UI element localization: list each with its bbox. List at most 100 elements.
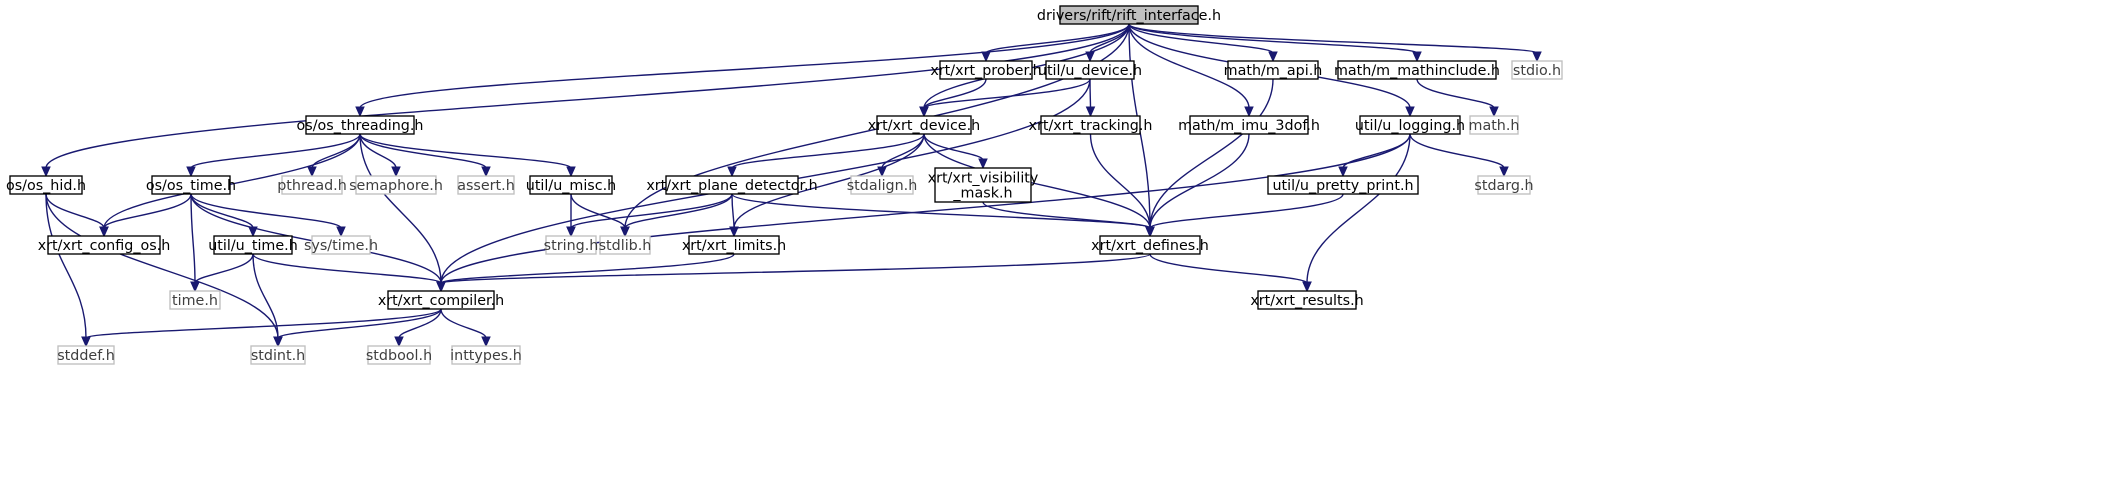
node-label: xrt/xrt_compiler.h [378,293,504,309]
edge-line [1306,133,1411,284]
edge-xrt_compiler-to-stddef [81,308,442,348]
node-xrt-visibility[interactable]: xrt/xrt_visibility_mask.h [928,167,1039,203]
node-label: util/u_logging.h [1355,118,1465,134]
edge-xrt_limits-to-xrt_compiler [436,253,735,293]
node-label: util/u_time.h [208,238,298,254]
edge-arrowhead [620,226,630,238]
node-label: xrt/xrt_limits.h [682,238,786,254]
node-xrt-defines[interactable]: xrt/xrt_defines.h [1091,235,1209,255]
node-label: pthread.h [277,178,347,194]
edge-arrowhead [186,166,196,178]
node-label: assert.h [457,178,515,194]
node-xrt-prober[interactable]: xrt/xrt_prober.h [930,60,1042,80]
edge-m_imu_3dof-to-xrt_defines [1145,133,1250,238]
node-box [151,175,231,195]
edge-arrowhead [1412,51,1422,63]
node-box [451,345,521,365]
node-m-imu-3dof[interactable]: math/m_imu_3dof.h [1178,115,1320,135]
node-xrt-tracking[interactable]: xrt/xrt_tracking.h [1029,115,1153,135]
edge-arrowhead [190,281,200,293]
edge-arrowhead [566,166,576,178]
node-box [281,175,343,195]
node-root[interactable]: drivers/rift/rift_interface.h [1037,5,1221,25]
node-os-threading[interactable]: os/os_threading.h [297,115,424,135]
edge-xrt_plane-to-string [566,193,733,238]
node-label: time.h [172,293,218,309]
node-box [1511,60,1563,80]
node-box [57,345,115,365]
edge-arrowhead [1499,166,1509,178]
node-m-mathinclude[interactable]: math/m_mathinclude.h [1334,60,1500,80]
node-os-hid[interactable]: os/os_hid.h [6,175,86,195]
node-box [457,175,515,195]
edge-xrt_prober-to-xrt_device [919,78,987,118]
edge-xrt_plane-to-xrt_limits [729,193,739,238]
node-stdbool: stdbool.h [366,345,432,365]
node-u-logging[interactable]: util/u_logging.h [1355,115,1465,135]
edge-xrt_compiler-to-stdbool [394,308,442,348]
nodes-layer: drivers/rift/rift_interface.h os/os_hid.h… [6,5,1563,365]
node-u-misc[interactable]: util/u_misc.h [526,175,616,195]
node-box [688,235,780,255]
edge-line [45,193,87,339]
node-box [1257,290,1357,310]
edge-line [190,133,361,169]
node-xrt-plane[interactable]: xrt/xrt_plane_detector.h [646,175,818,195]
edge-arrowhead [99,226,109,238]
node-xrt-compiler[interactable]: xrt/xrt_compiler.h [378,290,504,310]
edge-xrt_compiler-to-inttypes [440,308,491,348]
edge-arrowhead [1532,51,1542,63]
edge-line [359,133,572,169]
node-box [850,175,914,195]
node-sys-time: sys/time.h [304,235,378,255]
edge-u_time-to-xrt_compiler [252,253,446,293]
node-box [529,175,613,195]
edge-arrowhead [1145,226,1155,238]
edge-xrt_visibility-to-xrt_defines [982,201,1155,238]
edge-xrt_defines-to-xrt_results [1149,253,1312,293]
node-label: xrt/xrt_tracking.h [1029,118,1153,134]
edge-xrt_compiler-to-stdint [273,308,442,348]
edge-os_hid-to-xrt_config_os [45,193,109,238]
node-xrt-limits[interactable]: xrt/xrt_limits.h [682,235,786,255]
edge-xrt_device-to-xrt_visibility [923,133,988,170]
edge-line [731,133,925,169]
edge-line [923,78,1091,109]
edge-arrowhead [355,106,365,118]
node-box [1477,175,1531,195]
node-xrt-results[interactable]: xrt/xrt_results.h [1250,290,1364,310]
node-pthread: pthread.h [277,175,347,195]
edge-u_pretty-to-xrt_defines [1145,193,1344,238]
node-u-device[interactable]: util/u_device.h [1038,60,1142,80]
node-u-pretty[interactable]: util/u_pretty_print.h [1267,175,1419,195]
edge-line [194,253,254,284]
edge-os_time-to-sys_time [190,193,346,238]
edge-root-to-m_mathinclude [1128,23,1422,63]
node-xrt-device[interactable]: xrt/xrt_device.h [868,115,980,135]
node-label: xrt/xrt_plane_detector.h [646,178,817,194]
edge-arrowhead [1489,106,1499,118]
node-box [387,290,495,310]
node-m-api[interactable]: math/m_api.h [1224,60,1323,80]
edge-arrowhead [481,166,491,178]
edge-arrowhead [394,336,404,348]
edge-line [733,133,925,229]
edge-line [923,133,984,161]
node-os-time[interactable]: os/os_time.h [146,175,236,195]
node-box [47,235,161,255]
node-u-time[interactable]: util/u_time.h [208,235,298,255]
edge-arrowhead [727,166,737,178]
node-label: math/m_mathinclude.h [1334,63,1500,79]
edge-arrowhead [307,166,317,178]
edge-line [190,193,342,229]
node-xrt-config-os[interactable]: xrt/xrt_config_os.h [38,235,171,255]
node-label: inttypes.h [450,348,522,364]
node-box [1045,60,1135,80]
edge-arrowhead [981,51,991,63]
node-string: string.h [544,235,598,255]
node-label: semaphore.h [349,178,443,194]
edge-xrt_plane-to-stdlib [620,193,733,238]
edge-arrowhead [481,336,491,348]
edge-line [1089,133,1151,229]
edge-line [440,308,487,339]
